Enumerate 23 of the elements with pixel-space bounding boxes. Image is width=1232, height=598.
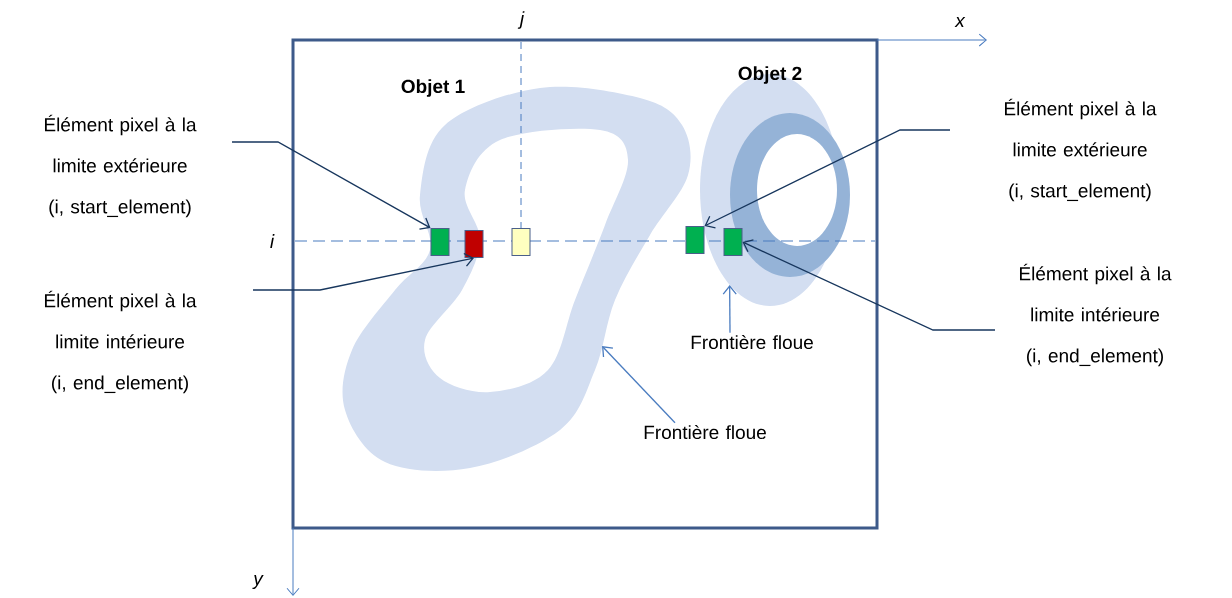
annotation-text: Élément pixel à la limite extérieure (i, start_element) xyxy=(1005,98,1157,202)
leader-arrow xyxy=(602,346,676,424)
callout-text: Frontière floue xyxy=(691,334,813,350)
annotation-text: Élément pixel à la limite extérieure (i, start_element) xyxy=(45,114,197,218)
annotation-text: Élément pixel à la limite intérieure (i, end_element) xyxy=(45,290,197,394)
axis-label: j xyxy=(517,11,525,29)
object-label: Objet 1 xyxy=(401,79,465,97)
leader-arrow xyxy=(252,252,474,291)
callout-text: Frontière floue xyxy=(644,424,766,440)
leader-arrow xyxy=(231,141,431,230)
axis-label: x xyxy=(954,17,966,27)
pixel-square xyxy=(723,228,743,256)
pixel-square xyxy=(511,228,531,256)
axis-label: i xyxy=(270,234,275,248)
object-label: Objet 2 xyxy=(738,66,802,84)
pixel-square xyxy=(430,228,450,256)
pixel-square xyxy=(464,230,484,258)
leader-arrow xyxy=(722,285,737,334)
pixel-square xyxy=(685,226,705,254)
leader-arrow xyxy=(704,129,951,229)
axis-label: y xyxy=(252,575,264,589)
leader-arrow xyxy=(742,239,996,331)
annotation-text: Élément pixel à la limite intérieure (i, end_element) xyxy=(1020,263,1172,367)
